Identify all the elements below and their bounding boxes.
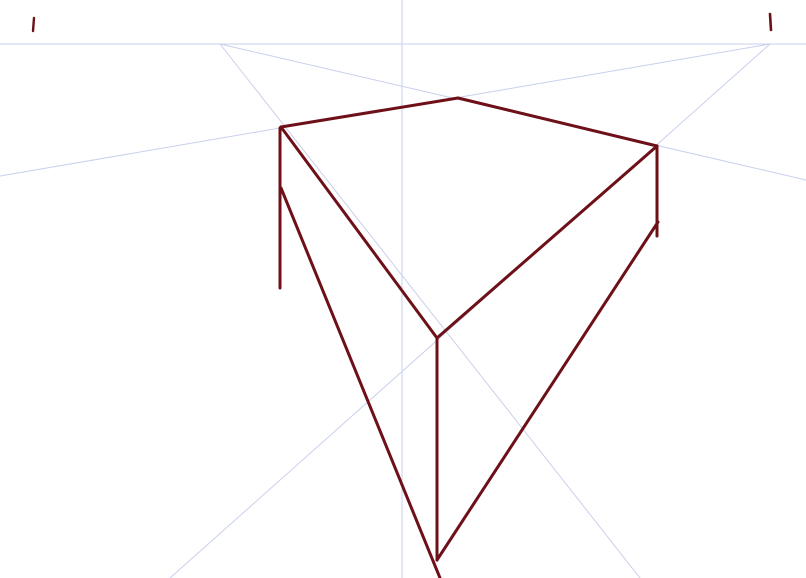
- vanishing-point-marks: [31, 12, 773, 33]
- box-drawing: [278, 96, 660, 578]
- bottom-left-edge: [279, 186, 442, 578]
- vanishing-point-mark-left: [31, 16, 36, 33]
- top-face-front-right-edge: [435, 144, 659, 340]
- guide-left-diagonal: [219, 43, 641, 578]
- vanishing-point-mark-right: [768, 12, 773, 32]
- bottom-right-edge: [435, 220, 660, 562]
- top-face-back-right-edge: [456, 96, 659, 148]
- top-face-back-left-edge: [279, 96, 460, 129]
- top-face-front-left-edge: [279, 125, 439, 340]
